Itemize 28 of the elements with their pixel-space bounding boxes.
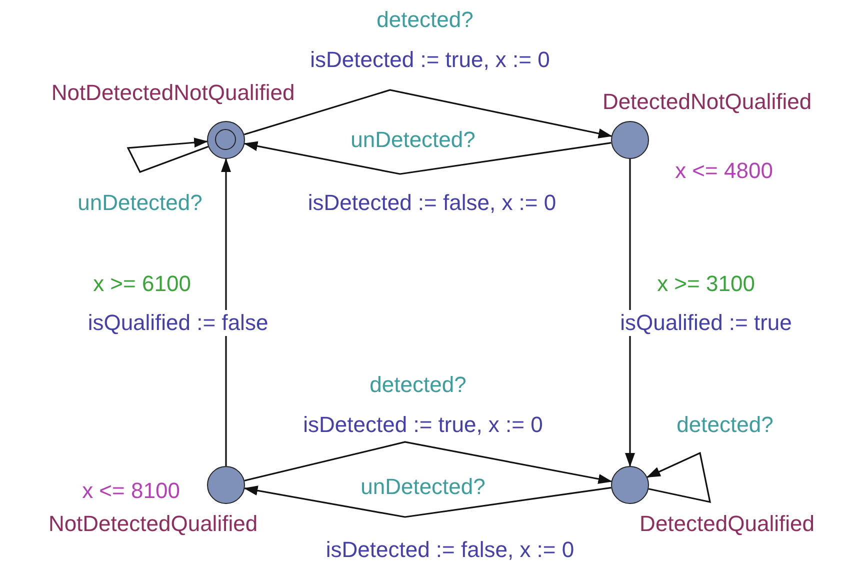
update-label: isQualified := false: [86, 310, 270, 336]
transition-arrow: [646, 452, 712, 504]
transition-label: detected?: [676, 412, 774, 438]
transition-label: x >= 6100: [92, 271, 192, 297]
update-label: isDetected := true, x := 0: [309, 47, 551, 73]
transition-arrow: [126, 138, 208, 173]
update-label: isDetected := false, x := 0: [324, 537, 576, 562]
location-name: NotDetectedQualified: [47, 511, 259, 537]
transition-arrow: [625, 159, 635, 467]
location-name: NotDetectedNotQualified: [50, 80, 296, 106]
invariant-label: x <= 8100: [81, 478, 181, 504]
update-label: isDetected := false, x := 0: [306, 190, 558, 216]
invariant-label: x <= 4800: [674, 158, 774, 184]
transition-label: detected?: [368, 372, 468, 398]
update-label: isQualified := true: [619, 310, 793, 336]
transition-label: x >= 3100: [656, 271, 756, 297]
transition-label: unDetected?: [76, 190, 204, 216]
transition-arrow: [244, 441, 612, 484]
transition-label: detected?: [376, 7, 474, 33]
transition-arrow: [244, 141, 612, 175]
update-label: isDetected := true, x := 0: [302, 412, 544, 438]
location-name: DetectedNotQualified: [601, 89, 813, 115]
transition-arrow: [221, 158, 231, 466]
transition-label: unDetected?: [360, 474, 486, 500]
transition-arrow: [244, 486, 612, 518]
location-name: DetectedQualified: [638, 511, 816, 537]
transition-label: unDetected?: [350, 127, 476, 153]
transition-arrow: [244, 89, 612, 138]
